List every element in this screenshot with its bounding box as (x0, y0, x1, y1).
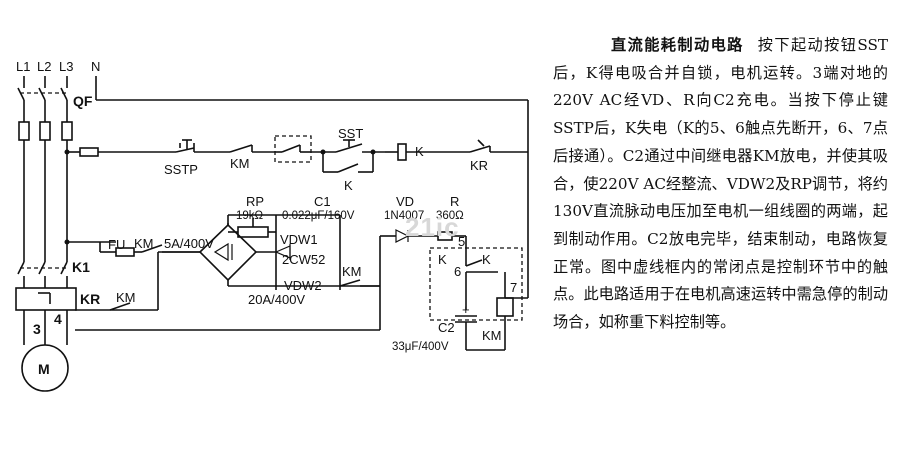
label-K-hold: K (344, 178, 353, 193)
breaker-QF: QF (17, 87, 93, 109)
label-n7: 7 (510, 280, 517, 295)
label-K-coil: K (415, 144, 424, 159)
label-plus: + (462, 302, 470, 317)
discharge-branch: VD 1N4007 R 360Ω 5 K K 6 7 KM + C2 33μF/… (379, 194, 523, 353)
label-VDW1-type: 2CW52 (282, 252, 325, 267)
label-KM-main: KM (134, 236, 154, 251)
braking-circuit-diagram: L1 L2 L3 N QF (15, 59, 529, 392)
label-C2-value: 33μF/400V (392, 341, 449, 353)
label-KR-main: KR (80, 291, 100, 307)
label-n6: 6 (454, 264, 461, 279)
watermark: 21ic (405, 212, 460, 242)
label-SST: SST (338, 126, 363, 141)
label-K-contact-left: K (438, 252, 447, 267)
label-K-contact-right: K (482, 252, 491, 267)
control-branch: SSTP KM SST K K (64, 126, 510, 193)
label-n4: 4 (54, 311, 62, 327)
label-VD: VD (396, 194, 414, 209)
label-SSTP: SSTP (164, 162, 198, 177)
label-M: M (38, 361, 50, 377)
braking-branch: FU KM 5A/400V RP 19kΩ C1 0.022μF/160 (64, 194, 381, 331)
label-L1: L1 (16, 59, 30, 74)
label-KR-control: KR (470, 158, 488, 173)
description-text: 直流能耗制动电路按下起动按钮SST后，K得电吸合并自锁，电机运转。3端对地的22… (553, 32, 888, 337)
label-R: R (450, 194, 459, 209)
label-C1: C1 (314, 194, 331, 209)
label-C2: C2 (438, 320, 455, 335)
label-VD-type: 1N4007 (384, 210, 424, 222)
label-RP: RP (246, 194, 264, 209)
label-C1-value: 0.022μF/160V (282, 210, 355, 222)
label-RP-value: 19kΩ (236, 210, 264, 222)
label-R-value: 360Ω (436, 210, 464, 222)
label-K1: K1 (72, 259, 90, 275)
label-KM-bottom: KM (116, 290, 136, 305)
label-n5: 5 (458, 234, 465, 249)
motor-section: K1 KR 3 4 M (15, 259, 100, 392)
label-KM-right: KM (342, 264, 362, 279)
description-body: 按下起动按钮SST后，K得电吸合并自锁，电机运转。3端对地的220V AC经VD… (553, 36, 889, 332)
label-L3: L3 (59, 59, 73, 74)
label-VDW1: VDW1 (280, 232, 318, 247)
label-QF: QF (73, 93, 93, 109)
phase-fuses (18, 121, 73, 141)
label-KM-rating: 5A/400V (164, 236, 214, 251)
description-title: 直流能耗制动电路 (611, 36, 744, 54)
label-VDW2: VDW2 (284, 278, 322, 293)
label-L2: L2 (37, 59, 51, 74)
label-n3: 3 (33, 321, 41, 337)
phase-lines (23, 76, 68, 262)
neutral-line (95, 76, 529, 299)
label-KM-control: KM (230, 156, 250, 171)
label-FU: FU (108, 237, 125, 252)
label-VDW2-rating: 20A/400V (248, 292, 305, 307)
label-N: N (91, 59, 100, 74)
label-KM-coil: KM (482, 328, 502, 343)
